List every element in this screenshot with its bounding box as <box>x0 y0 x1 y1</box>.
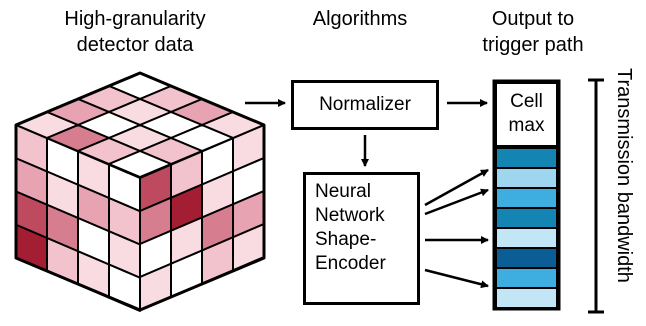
output-cell <box>495 147 558 169</box>
detector-data-header: High-granularity detector data <box>30 6 240 58</box>
output-cell <box>495 227 558 249</box>
cell-max-box: Cell max <box>494 81 559 148</box>
detector-header-line-2: detector data <box>76 34 194 56</box>
output-cell <box>495 287 558 309</box>
output-header-line-2: trigger path <box>482 34 584 56</box>
encoder-line-1: Neural <box>315 181 371 202</box>
output-cell <box>495 187 558 209</box>
output-header-line-1: Output to <box>491 8 575 30</box>
output-header: Output to trigger path <box>458 6 608 58</box>
encoder-to-cell-arrow <box>424 168 489 207</box>
cube-outline <box>14 71 266 312</box>
output-cell <box>495 267 558 289</box>
encoder-to-cell-arrow <box>424 188 489 216</box>
cell-max-line-2: max <box>508 115 545 136</box>
output-cell <box>495 207 558 229</box>
normalizer-box: Normalizer <box>291 80 439 130</box>
algorithms-header-text: Algorithms <box>312 8 408 30</box>
encoder-line-4: Encoder <box>315 253 386 274</box>
normalizer-label: Normalizer <box>319 94 411 115</box>
detector-header-line-1: High-granularity <box>64 8 206 30</box>
encoder-to-cell-arrow <box>424 268 489 289</box>
transmission-bandwidth-label: Transmission bandwidth <box>613 68 635 283</box>
cell-max-line-1: Cell <box>510 91 543 112</box>
encoder-line-2: Network <box>315 205 385 226</box>
encoder-line-3: Shape- <box>315 229 377 250</box>
output-cell <box>495 247 558 269</box>
algorithms-header: Algorithms <box>285 6 435 32</box>
output-cell <box>495 167 558 189</box>
shape-encoder-box: Neural Network Shape- Encoder <box>303 172 420 305</box>
